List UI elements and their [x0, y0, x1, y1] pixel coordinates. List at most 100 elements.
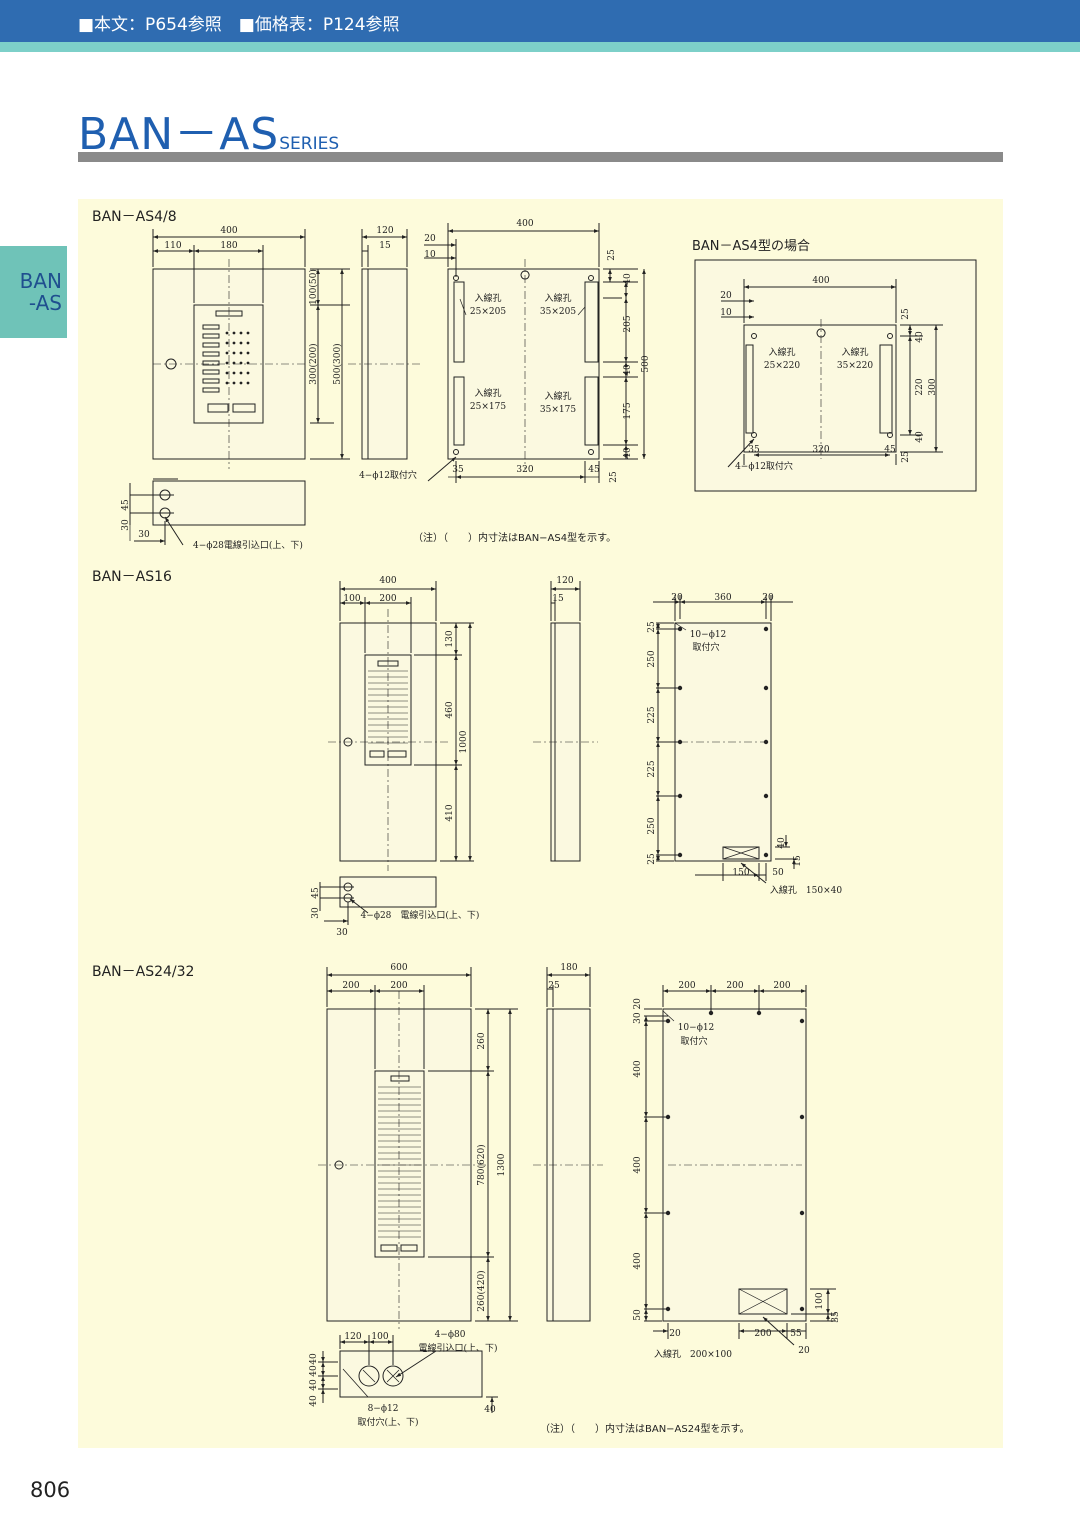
dim-label: 180	[560, 963, 577, 973]
hole-label: 入線孔	[544, 292, 571, 304]
dim-label: 400	[220, 226, 237, 236]
side-tab[interactable]	[0, 246, 67, 338]
dim-label: 20	[669, 1329, 681, 1339]
dim-label: 25	[901, 451, 911, 463]
as4-side-view	[348, 229, 423, 460]
dim-label: 35	[831, 1311, 841, 1323]
dim-label: 260(420)	[476, 1270, 487, 1311]
mount-label: 取付穴	[692, 641, 719, 653]
as24-top-view	[318, 1335, 498, 1413]
dim-label: 780(620)	[476, 1144, 487, 1185]
dim-label: 30 20	[633, 998, 643, 1024]
dim-label: 200	[390, 981, 407, 991]
dim-label: 400	[812, 276, 829, 286]
as4-front-view	[152, 229, 350, 469]
dim-label: 400	[633, 1060, 643, 1077]
as16-side-view	[533, 581, 598, 862]
mount-label: 10−ϕ12	[678, 1023, 715, 1033]
section-label-as24-32: BAN－AS24/32	[92, 964, 194, 980]
dim-label: 410	[445, 804, 455, 821]
dim-label: 250	[647, 817, 657, 834]
as4-back-view	[424, 223, 646, 483]
dim-label: 225	[647, 760, 657, 777]
dim-label: 400	[633, 1156, 643, 1173]
mount-label: 4−ϕ12取付穴	[735, 460, 793, 472]
dim-label: 40	[915, 431, 925, 443]
dim-label: 1000	[459, 730, 469, 753]
dim-label: 35	[452, 465, 464, 475]
dim-label: 40	[309, 1395, 319, 1407]
dim-label: 500	[641, 355, 651, 372]
dim-label: 20	[762, 593, 774, 603]
side-tab-label: BAN -AS	[19, 269, 62, 315]
dim-label: 55	[790, 1329, 802, 1339]
cable-label: 4−ϕ28 電線引込口(上、下)	[361, 909, 480, 921]
dim-label: 130	[445, 630, 455, 647]
dim-label: 45	[884, 445, 896, 455]
dim-label: 100	[371, 1332, 388, 1342]
dim-label: 40	[623, 364, 633, 376]
dim-label: 100(50)	[308, 269, 319, 305]
dim-label: 400	[633, 1252, 643, 1269]
dim-label: 200	[379, 594, 396, 604]
hole-label: 入線孔	[474, 387, 501, 399]
hole-label: 25×205	[470, 307, 506, 317]
dim-label: 40	[777, 837, 787, 849]
dim-label: 220	[915, 378, 925, 395]
dim-label: 200	[754, 1329, 771, 1339]
as24-back-view	[644, 985, 836, 1346]
page-number: 806	[30, 1478, 71, 1502]
hole-label: 35×175	[540, 405, 576, 415]
dim-label: 40	[915, 331, 925, 343]
as24-front-view	[318, 967, 518, 1329]
section-label-as4-8: BAN－AS4/8	[92, 209, 177, 225]
dim-label: 20	[720, 291, 732, 301]
dim-label: 25	[901, 308, 911, 320]
page-references: ■本文：P654参照 ■価格表：P124参照	[78, 15, 400, 35]
hole-label: 35×205	[540, 307, 576, 317]
dim-label: 1300	[497, 1153, 507, 1176]
as4-breaker-array	[202, 324, 256, 413]
dim-label: 10	[720, 308, 732, 318]
dim-label: 25	[548, 981, 560, 991]
hole-label: 入線孔	[474, 292, 501, 304]
dim-label: 35	[748, 445, 760, 455]
dim-label: 300(200)	[308, 343, 319, 384]
dim-label: 205	[623, 315, 633, 332]
dim-label: 200	[342, 981, 359, 991]
dim-label: 25	[607, 249, 617, 261]
fix-label: 取付穴(上、下)	[357, 1416, 418, 1428]
dim-label: 100	[343, 594, 360, 604]
note-as4: （注）（ ）内寸法はBAN−AS4型を示す。	[413, 531, 616, 544]
dim-label: 400	[379, 576, 396, 586]
dim-label: 200	[726, 981, 743, 991]
hole-label: 25×175	[470, 402, 506, 412]
header-stripe	[0, 42, 1080, 52]
dim-label: 25	[647, 621, 657, 633]
hole-label: 25×220	[764, 361, 800, 371]
dim-label: 460	[445, 701, 455, 718]
dim-label: 50	[633, 1309, 643, 1321]
dim-label: 25	[609, 471, 619, 483]
cable-label: 4−ϕ28電線引込口(上、下)	[193, 539, 303, 551]
mount-label: 4−ϕ12取付穴	[359, 469, 417, 481]
dim-label: 25	[647, 853, 657, 865]
cable-label: 電線引込口(上、下)	[418, 1342, 497, 1354]
dim-label: 320	[812, 445, 829, 455]
technical-drawings: 400 110 180 120 15 100(50) 300(200) 500(…	[92, 209, 977, 1435]
dim-label: 40	[623, 273, 633, 285]
dim-label: 150	[732, 868, 749, 878]
dim-label: 50	[772, 868, 784, 878]
as16-back-view	[653, 595, 798, 884]
hole-label: 入線孔	[544, 390, 571, 402]
dim-label: 180	[220, 241, 237, 251]
inset-label-as4: BAN－AS4型の場合	[692, 239, 810, 254]
dim-label: 20	[671, 593, 683, 603]
dim-label: 30	[336, 928, 348, 938]
mount-label: 10−ϕ12	[690, 630, 727, 640]
hole-label: 入線孔 200×100	[654, 1348, 732, 1360]
dim-label: 40	[484, 1405, 496, 1415]
fix-label: 8−ϕ12	[368, 1404, 399, 1414]
mount-label: 取付穴	[680, 1035, 707, 1047]
as16-top-view	[319, 876, 437, 925]
